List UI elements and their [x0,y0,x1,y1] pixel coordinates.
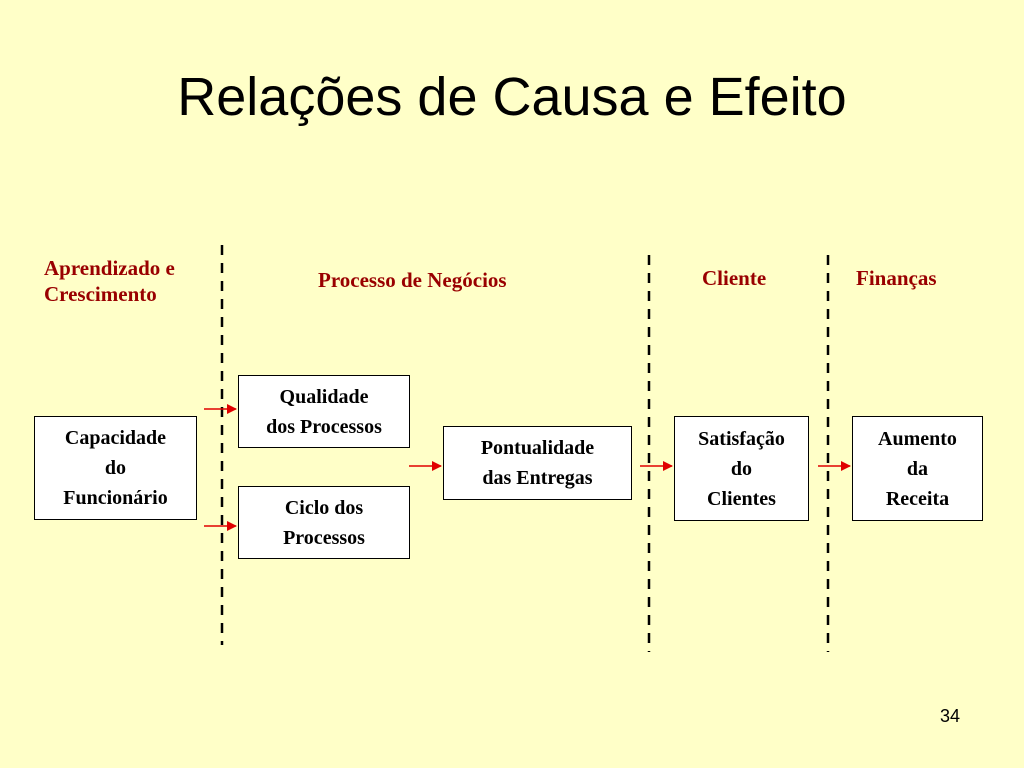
box-aumento-line1: Aumento [878,427,957,450]
box-ciclo-line2: Processos [283,526,365,549]
box-satisfacao-line1: Satisfação [698,427,785,450]
box-pontualidade-das-entregas: Pontualidade das Entregas [443,426,632,500]
box-qualidade-line1: Qualidade [279,385,369,408]
box-ciclo-line1: Ciclo dos [284,496,364,519]
box-qualidade-line2: dos Processos [266,415,382,438]
box-pontualidade-line1: Pontualidade [480,437,595,459]
box-aumento-da-receita: Aumento da Receita [852,416,983,521]
box-satisfacao-do-clientes: Satisfação do Clientes [674,416,809,521]
box-capacidade-do-funcionario: Capacidade do Funcionário [34,416,197,520]
box-capacidade-line1: Capacidade [64,427,167,449]
perspective-label-learning-line1: Aprendizado e [44,256,175,280]
perspective-label-learning: Aprendizado e Crescimento [44,255,175,307]
box-ciclo-dos-processos: Ciclo dos Processos [238,486,410,559]
box-capacidade-text: Capacidade do Funcionário [63,423,167,513]
box-capacidade-line3: Funcionário [63,487,168,509]
box-aumento-text: Aumento da Receita [878,424,957,514]
box-pontualidade-line2: das Entregas [482,467,593,489]
box-ciclo-text: Ciclo dos Processos [283,493,365,553]
slide-title: Relações de Causa e Efeito [177,67,847,127]
box-aumento-line2: da [906,457,929,480]
box-aumento-line3: Receita [885,487,950,510]
box-pontualidade-text: Pontualidade das Entregas [481,433,594,493]
slide-page-number: 34 [940,706,961,726]
box-satisfacao-line2: do [730,457,753,480]
box-satisfacao-text: Satisfação do Clientes [698,424,785,514]
perspective-label-learning-line2: Crescimento [44,282,157,306]
box-capacidade-line2: do [104,457,127,479]
box-qualidade-dos-processos: Qualidade dos Processos [238,375,410,448]
perspective-label-client: Cliente [702,266,767,290]
box-qualidade-text: Qualidade dos Processos [266,382,382,442]
perspective-label-finance: Finanças [856,266,937,290]
box-satisfacao-line3: Clientes [707,487,776,510]
perspective-label-process: Processo de Negócios [318,268,507,292]
